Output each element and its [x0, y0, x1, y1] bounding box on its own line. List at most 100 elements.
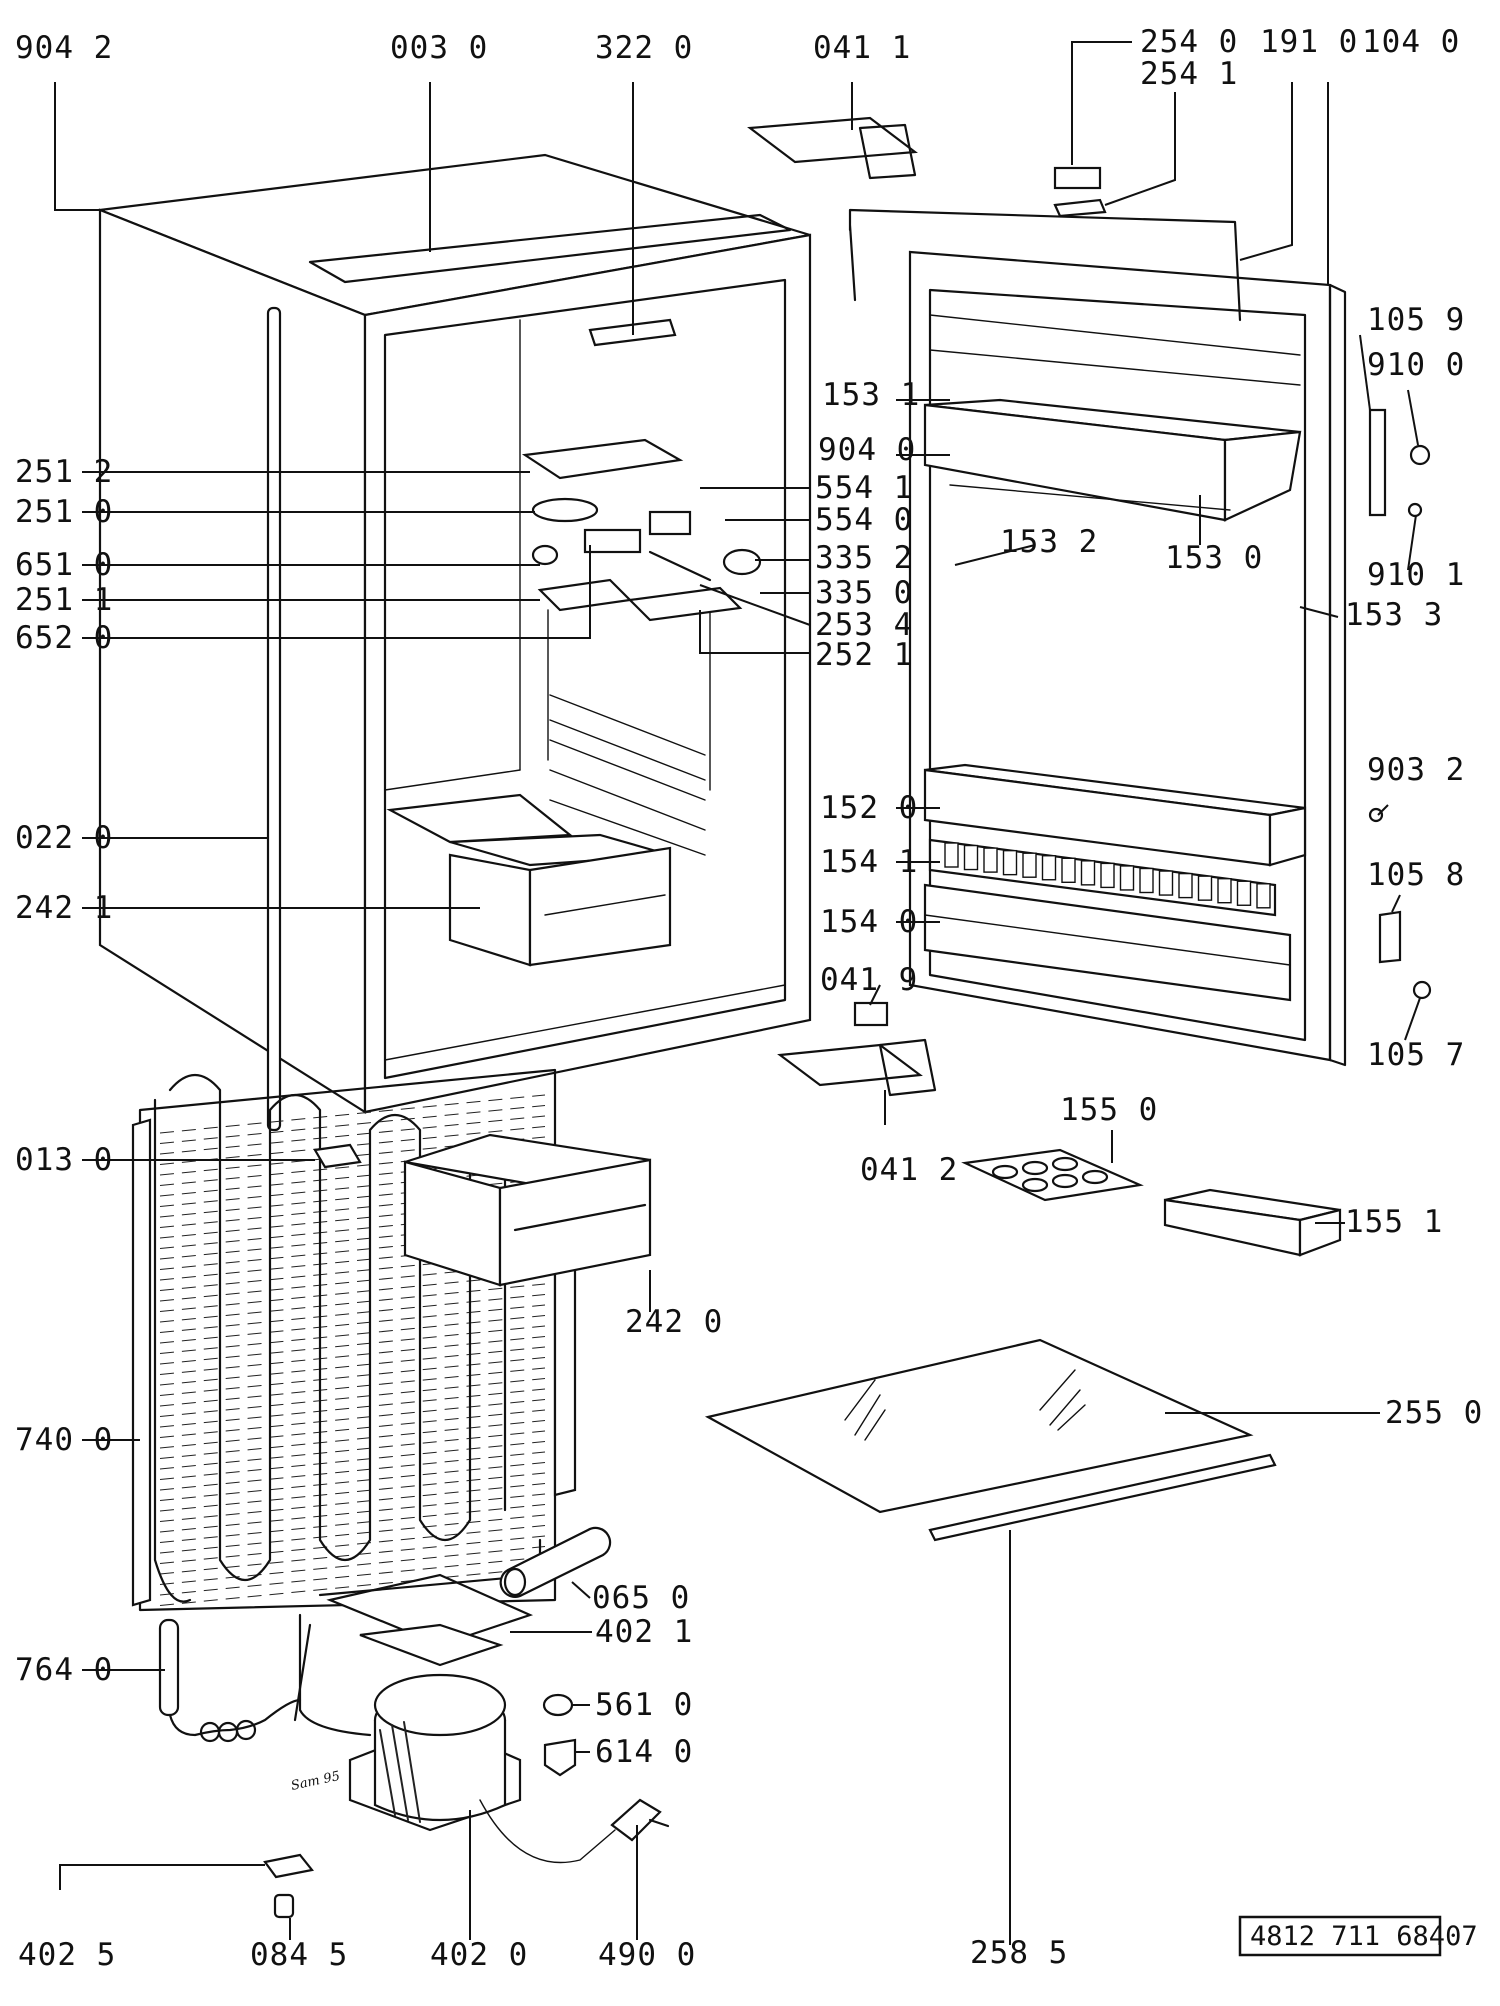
label-0845: 084 5 [250, 1937, 348, 1973]
condenser-fin [159, 1378, 546, 1417]
egg-rail-slot [1022, 852, 1037, 878]
label-0412: 041 2 [860, 1152, 958, 1188]
condenser-fin [159, 1420, 546, 1459]
cabinet-front-shape [363, 233, 812, 1114]
label-0419: 041 9 [820, 962, 918, 998]
label-2510: 251 0 [15, 494, 113, 530]
label-0411: 041 1 [813, 30, 911, 66]
label-2550: 255 0 [1385, 1395, 1483, 1431]
label-1533: 153 3 [1345, 597, 1443, 633]
condenser-fin [159, 1556, 546, 1596]
vertical-seal-shape [266, 306, 282, 1132]
label-3220: 322 0 [595, 30, 693, 66]
condenser-fin [159, 1346, 546, 1386]
butter-box-drawing [1163, 1188, 1342, 1257]
cabinet-opening-shape [383, 278, 787, 1080]
label-2521: 252 1 [815, 637, 913, 673]
door-drawing [747, 116, 1432, 1097]
label-2540: 254 0 [1140, 24, 1238, 60]
label-6520: 652 0 [15, 620, 113, 656]
egg-rail-slot [983, 847, 998, 873]
glass-shelf-drawing [704, 1338, 1277, 1542]
egg-rail-shape [928, 838, 1277, 917]
condenser-fin [159, 1315, 546, 1354]
label-4900: 490 0 [598, 1937, 696, 1973]
document-number-box: 4812 711 68407 [1238, 1915, 1478, 1957]
label-4020: 402 0 [430, 1937, 528, 1973]
label-9100: 910 0 [1367, 347, 1465, 383]
condenser-fin [159, 1283, 546, 1323]
label-6140: 614 0 [595, 1734, 693, 1770]
label-2534: 253 4 [815, 607, 913, 643]
label-1040: 104 0 [1362, 24, 1460, 60]
part-labels: 904 2 003 0 322 0 041 1 254 0 254 1 191 … [15, 24, 1483, 1973]
label-5541: 554 1 [815, 470, 913, 506]
label-1550: 155 0 [1060, 1092, 1158, 1128]
label-1059: 105 9 [1367, 302, 1465, 338]
label-1532: 153 2 [1000, 524, 1098, 560]
condenser-fin [159, 1388, 546, 1428]
label-2512: 251 2 [15, 454, 113, 490]
cabinet-side-shape [98, 208, 367, 1114]
cabinet-drawing [98, 153, 812, 1114]
label-4021: 402 1 [595, 1614, 693, 1650]
label-9040: 904 0 [818, 432, 916, 468]
label-0130: 013 0 [15, 1142, 113, 1178]
condenser-fin [159, 1336, 546, 1375]
condenser-fin [159, 1357, 546, 1396]
egg-rail-slot [1100, 862, 1115, 889]
signature-text: Sam 95 [290, 1769, 342, 1794]
label-3350: 335 0 [815, 575, 913, 611]
light-diffuser-shape [627, 586, 743, 622]
condenser-fin [159, 1399, 546, 1438]
label-1551: 155 1 [1345, 1204, 1443, 1240]
condenser-fin [159, 1535, 546, 1575]
label-1541: 154 1 [820, 844, 918, 880]
condenser-fin [159, 1367, 546, 1407]
egg-rail-slot [1236, 880, 1252, 906]
label-9042: 904 2 [15, 30, 113, 66]
egg-rail-slot [1158, 870, 1174, 896]
condenser-fin [159, 1451, 546, 1491]
label-2421: 242 1 [15, 890, 113, 926]
condenser-fin [159, 1514, 546, 1554]
label-9101: 910 1 [1367, 557, 1465, 593]
egg-rail-slot [1080, 860, 1096, 886]
label-1520: 152 0 [820, 790, 918, 826]
egg-rail-slot [944, 842, 959, 868]
egg-rail-slot [1061, 857, 1076, 883]
top-frame-shape [308, 213, 792, 284]
label-2585: 258 5 [970, 1935, 1068, 1971]
condenser-fin [159, 1325, 546, 1365]
condenser-fin [159, 1430, 546, 1470]
label-7400: 740 0 [15, 1422, 113, 1458]
label-1530: 153 0 [1165, 540, 1263, 576]
condenser-fin [159, 1294, 546, 1333]
label-0650: 065 0 [592, 1580, 690, 1616]
egg-rail-slot [1178, 872, 1193, 899]
label-0030: 003 0 [390, 30, 488, 66]
label-1540: 154 0 [820, 904, 918, 940]
label-7640: 764 0 [15, 1652, 113, 1688]
label-3352: 335 2 [815, 540, 913, 576]
condenser-drawing [131, 1068, 577, 1612]
condenser-fin [159, 1493, 546, 1533]
label-5610: 561 0 [595, 1687, 693, 1723]
label-2511: 251 1 [15, 582, 113, 618]
lamp-cover-shape [521, 438, 684, 480]
compressor-drawing [158, 1526, 670, 1919]
egg-rail-slot [1139, 867, 1154, 894]
condenser-fin [159, 1504, 546, 1543]
egg-rail-slot [1002, 849, 1018, 876]
label-9032: 903 2 [1367, 752, 1465, 788]
label-2541: 254 1 [1140, 56, 1238, 92]
label-1531: 153 1 [822, 377, 920, 413]
egg-rail-slot [1041, 855, 1057, 881]
egg-rail-slot [1119, 865, 1135, 891]
document-number: 4812 711 68407 [1250, 1921, 1478, 1952]
condenser-fin [159, 1472, 546, 1512]
condenser-fin [159, 1304, 546, 1344]
label-5540: 554 0 [815, 502, 913, 538]
label-1057: 105 7 [1367, 1037, 1465, 1073]
label-0220: 022 0 [15, 820, 113, 856]
